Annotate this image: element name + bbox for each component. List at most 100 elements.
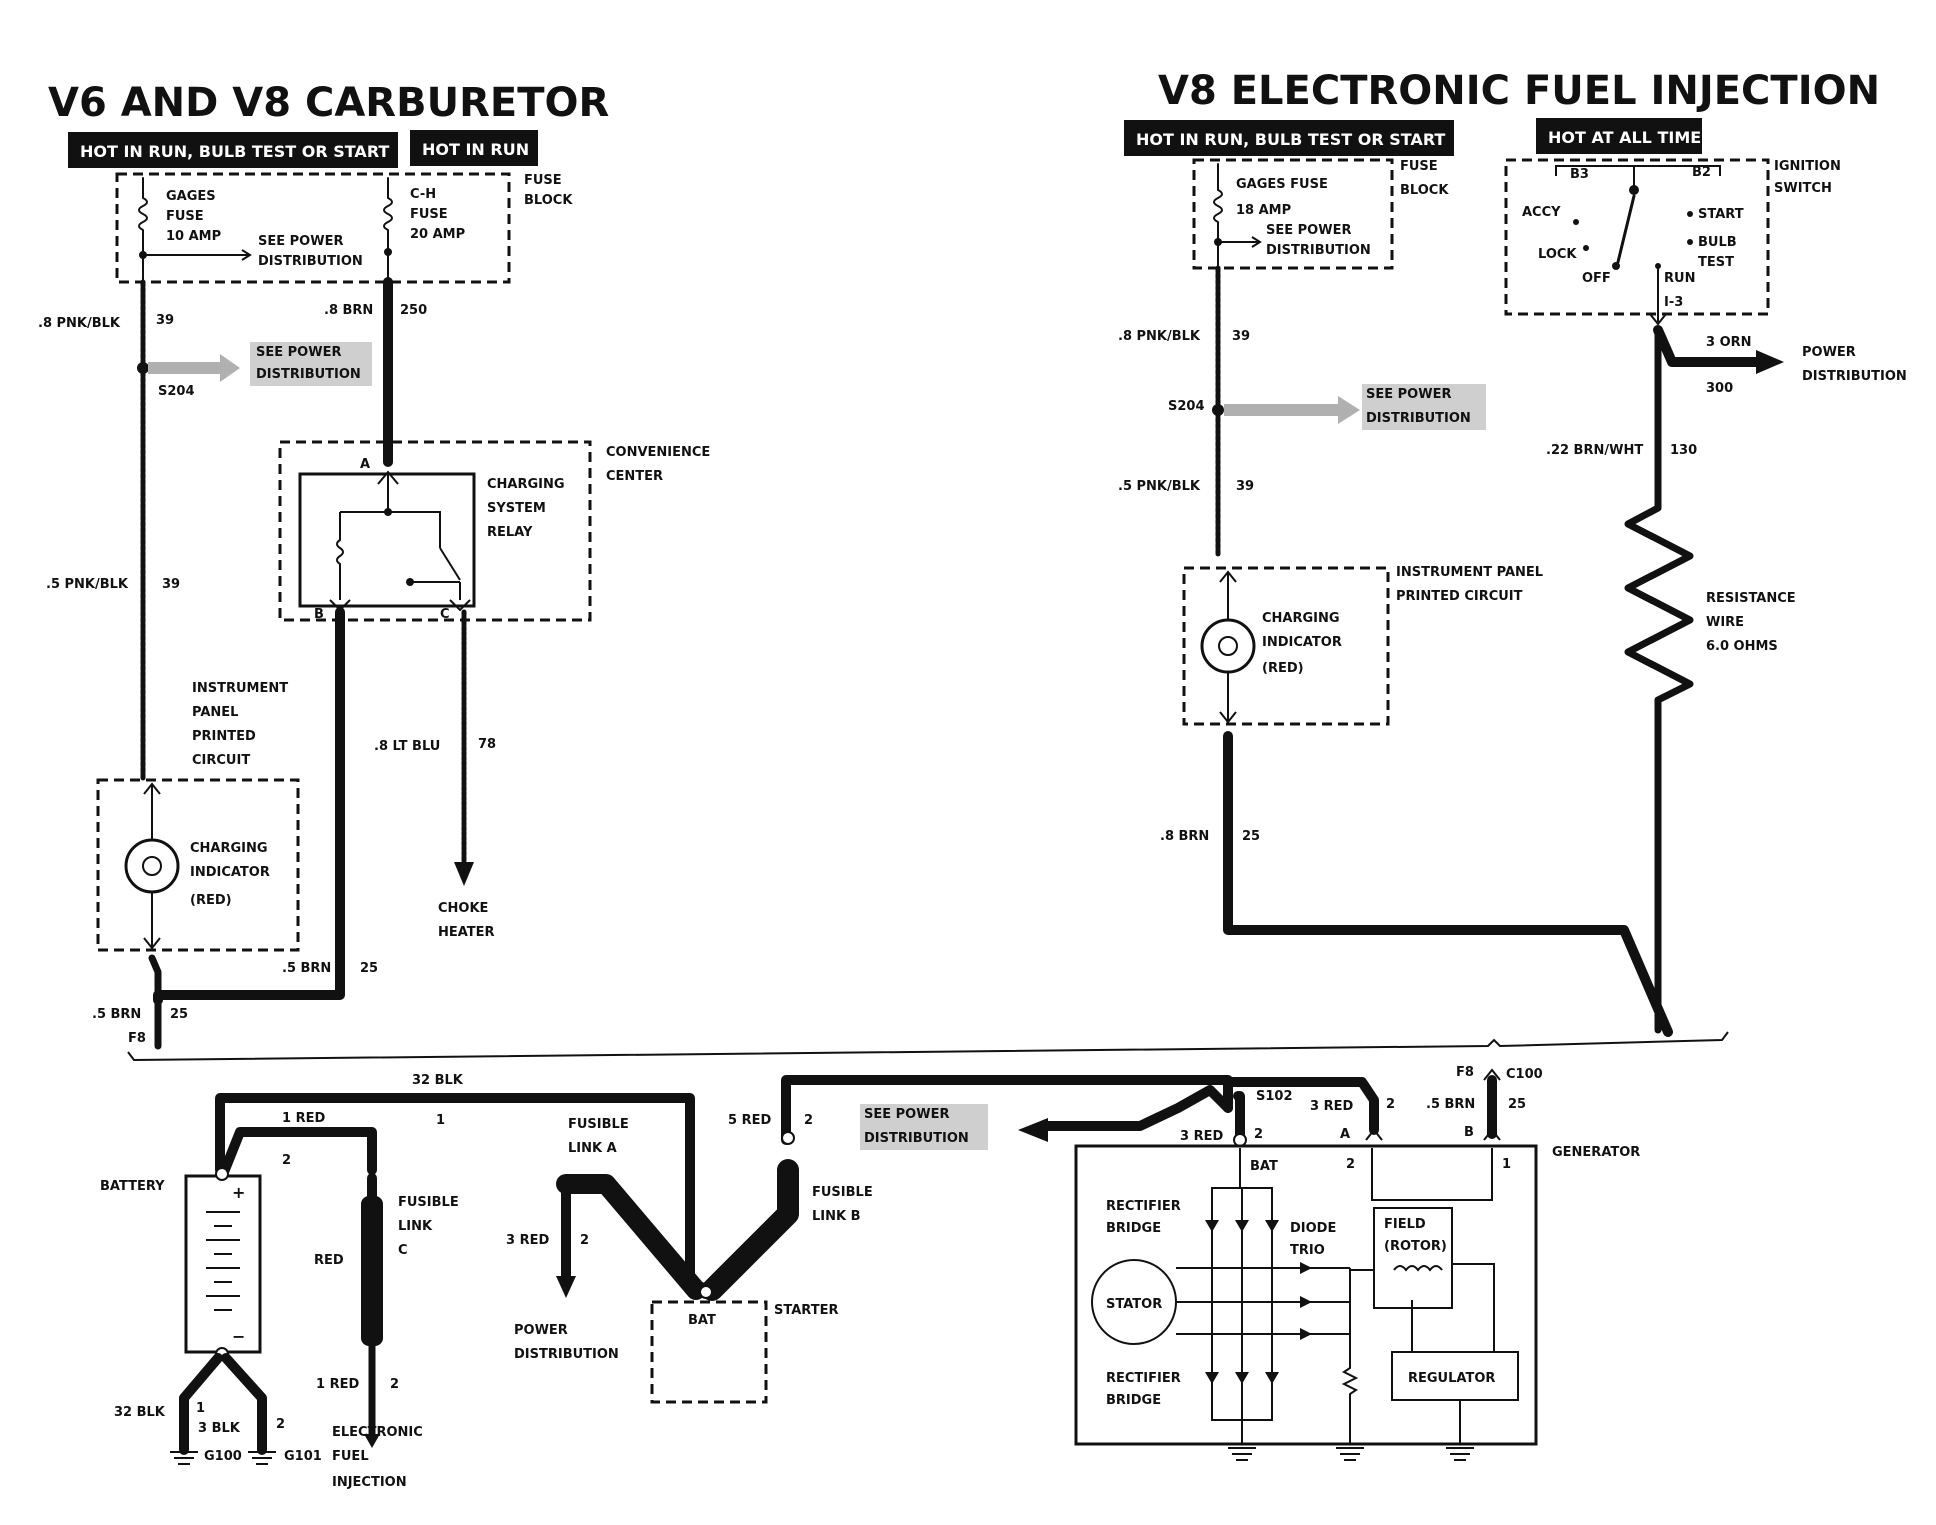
left-wire-brn-8: .8 BRN <box>324 303 373 318</box>
left-circuit-25b: 25 <box>170 1007 188 1022</box>
switch-accy-contact <box>1573 219 1579 225</box>
right-hot-all-label: HOT AT ALL TIMES <box>1548 128 1713 147</box>
circuit-2b: 2 <box>390 1377 399 1392</box>
choke-heater-2: HEATER <box>438 925 495 940</box>
bottom-see-power-1: SEE POWER <box>864 1107 949 1122</box>
wire-s102-feed <box>1043 1085 1233 1131</box>
right-wire-25 <box>1223 731 1673 1037</box>
left-see-power-2: DISTRIBUTION <box>256 367 361 382</box>
fusible-link-a-1: FUSIBLE <box>568 1117 629 1132</box>
left-hot-run-bar <box>410 130 538 166</box>
gen-resistor <box>1341 1360 1359 1424</box>
left-wire-pnk-blk-8: .8 PNK/BLK <box>38 316 121 331</box>
resistance-wire-2: WIRE <box>1706 615 1744 630</box>
left-fuse-block <box>115 172 511 284</box>
battery-cells <box>206 1211 240 1311</box>
circuit-1b: 1 <box>196 1401 205 1416</box>
right-fuse-symbol <box>1213 163 1223 269</box>
c100-arrows <box>1483 1068 1501 1141</box>
switch-run: RUN <box>1664 271 1695 286</box>
ch-fuse-label-2: FUSE <box>410 207 448 222</box>
splice-s102-label: S102 <box>1256 1089 1293 1104</box>
right-wire-brn-8: .8 BRN <box>1160 829 1209 844</box>
gen-pin-a-arrow <box>1365 1128 1383 1141</box>
switch-start: START <box>1698 207 1744 222</box>
left-hot-run-label: HOT IN RUN <box>422 140 529 159</box>
wire-1red-b-label: 1 RED <box>316 1377 359 1392</box>
wire-red: RED <box>314 1253 344 1268</box>
wire-3red-c: 3 RED <box>1310 1099 1353 1114</box>
fusible-link-b-2: LINK B <box>812 1209 861 1224</box>
resistance-wire-3: 6.0 OHMS <box>1706 639 1778 654</box>
right-ci-2: INDICATOR <box>1262 635 1342 650</box>
right-hot-bar-label: HOT IN RUN, BULB TEST OR START <box>1136 130 1445 149</box>
ground-icon <box>170 1451 276 1465</box>
relay-label-3: RELAY <box>487 525 533 540</box>
fusible-link-c-1: FUSIBLE <box>398 1195 459 1210</box>
left-circuit-78: 78 <box>478 737 496 752</box>
g101-label: G101 <box>284 1449 322 1464</box>
wire-3red-b: 3 RED <box>1180 1129 1223 1144</box>
switch-i3-lead <box>1649 266 1667 326</box>
fusible-link-c <box>361 1196 383 1346</box>
power-dist-arrow <box>556 1276 576 1298</box>
right-power-dist-2: DISTRIBUTION <box>1802 369 1907 384</box>
resistance-wire-1: RESISTANCE <box>1706 591 1796 606</box>
wire-32blk <box>215 1093 713 1295</box>
power-distribution-1: POWER <box>514 1323 568 1338</box>
generator-label: GENERATOR <box>1552 1145 1640 1160</box>
switch-bulb-contact <box>1687 239 1693 245</box>
ch-fuse-symbol <box>383 177 393 283</box>
left-ci-2: INDICATOR <box>190 865 270 880</box>
switch-start-contact <box>1687 211 1693 217</box>
right-circuit-39b: 39 <box>1236 479 1254 494</box>
right-charging-lamp <box>1200 618 1256 674</box>
right-gages-fuse-2: 18 AMP <box>1236 203 1291 218</box>
gages-fuse-label-3: 10 AMP <box>166 229 221 244</box>
right-ci-3: (RED) <box>1262 661 1304 676</box>
efi-3: INJECTION <box>332 1475 407 1490</box>
circuit-25: 25 <box>1508 1097 1526 1112</box>
gages-fuse-label-2: FUSE <box>166 209 204 224</box>
ignition-switch-1: IGNITION <box>1774 159 1841 174</box>
left-lamp-leads <box>143 782 161 950</box>
right-title: V8 ELECTRONIC FUEL INJECTION <box>1158 68 1880 114</box>
wire-1red <box>219 1127 377 1177</box>
starter-bat: BAT <box>688 1313 716 1328</box>
circuit-2e: 2 <box>804 1113 813 1128</box>
right-hot-all-bar <box>1536 118 1702 154</box>
gen-ground-icons <box>1228 1447 1474 1461</box>
relay-pin-c: C <box>440 607 450 622</box>
right-wire-brn-wht: .22 BRN/WHT <box>1546 443 1643 458</box>
right-see-power-shade <box>1362 384 1486 430</box>
efi-arrow <box>364 1434 380 1448</box>
circuit-2g: 2 <box>1386 1097 1395 1112</box>
circuit-2: 2 <box>282 1153 291 1168</box>
right-see-power-1: SEE POWER <box>1366 387 1451 402</box>
left-title: V6 AND V8 CARBURETOR <box>48 80 609 126</box>
field-rotor-2: (ROTOR) <box>1384 1239 1447 1254</box>
rectifier-bottom-1: RECTIFIER <box>1106 1371 1181 1386</box>
ch-fuse-label-1: C-H <box>410 187 436 202</box>
left-see-power-1: SEE POWER <box>256 345 341 360</box>
efi-1: ELECTRONIC <box>332 1425 423 1440</box>
right-wire-orn-label: 3 ORN <box>1706 335 1752 350</box>
battery-plus: + <box>232 1183 245 1202</box>
right-circuit-300: 300 <box>1706 381 1733 396</box>
convenience-center-2: CENTER <box>606 469 663 484</box>
efi-2: FUEL <box>332 1449 369 1464</box>
switch-test: TEST <box>1698 255 1734 270</box>
left-fuse-block-label-1: FUSE <box>524 173 562 188</box>
starter-label: STARTER <box>774 1303 838 1318</box>
left-wire-brn-5: .5 BRN <box>282 961 331 976</box>
relay-pin-b: B <box>314 607 324 622</box>
circuit-2c: 2 <box>276 1417 285 1432</box>
right-wire-pnk-blk-8: .8 PNK/BLK <box>1118 329 1201 344</box>
relay-pin-arrows <box>329 470 471 612</box>
right-power-dist-1: POWER <box>1802 345 1856 360</box>
switch-i3: I-3 <box>1664 295 1683 310</box>
right-fuse-block-2: BLOCK <box>1400 183 1449 198</box>
switch-bulb: BULB <box>1698 235 1737 250</box>
fusible-link-c-2: LINK <box>398 1219 433 1234</box>
